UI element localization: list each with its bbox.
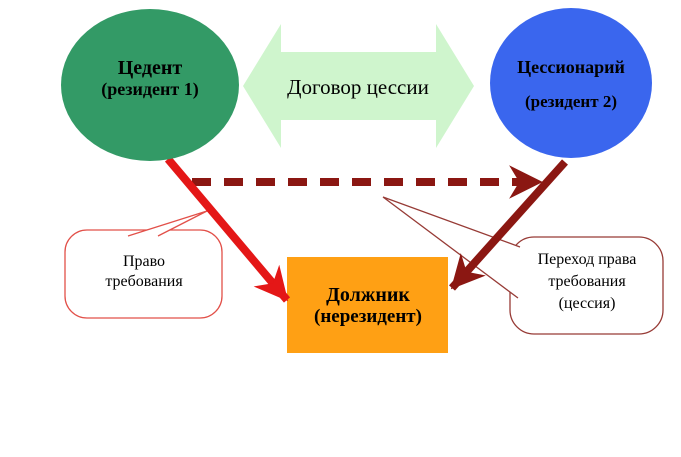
right-callout-label: Переход права требования (цессия) <box>537 251 637 312</box>
cedent-title: Цедент <box>117 57 183 79</box>
cession-transfer-arrow <box>449 159 568 291</box>
debtor-subtitle: (нерезидент) <box>314 306 422 327</box>
cessionary-circle <box>490 8 652 158</box>
cessionary-title: Цессионарий <box>517 57 625 77</box>
debtor-title: Должник <box>326 284 410 306</box>
cedent-subtitle: (резидент 1) <box>101 79 199 99</box>
debtor-box <box>287 257 448 353</box>
left-callout-label: Право требования <box>105 253 183 290</box>
contract-label: Договор цессии <box>287 75 429 99</box>
cedent-circle <box>61 9 239 161</box>
left-callout-bubble <box>64 229 223 319</box>
contract-double-arrow <box>243 24 474 148</box>
cessionary-subtitle: (резидент 2) <box>525 92 617 111</box>
claim-arrow <box>164 156 291 303</box>
